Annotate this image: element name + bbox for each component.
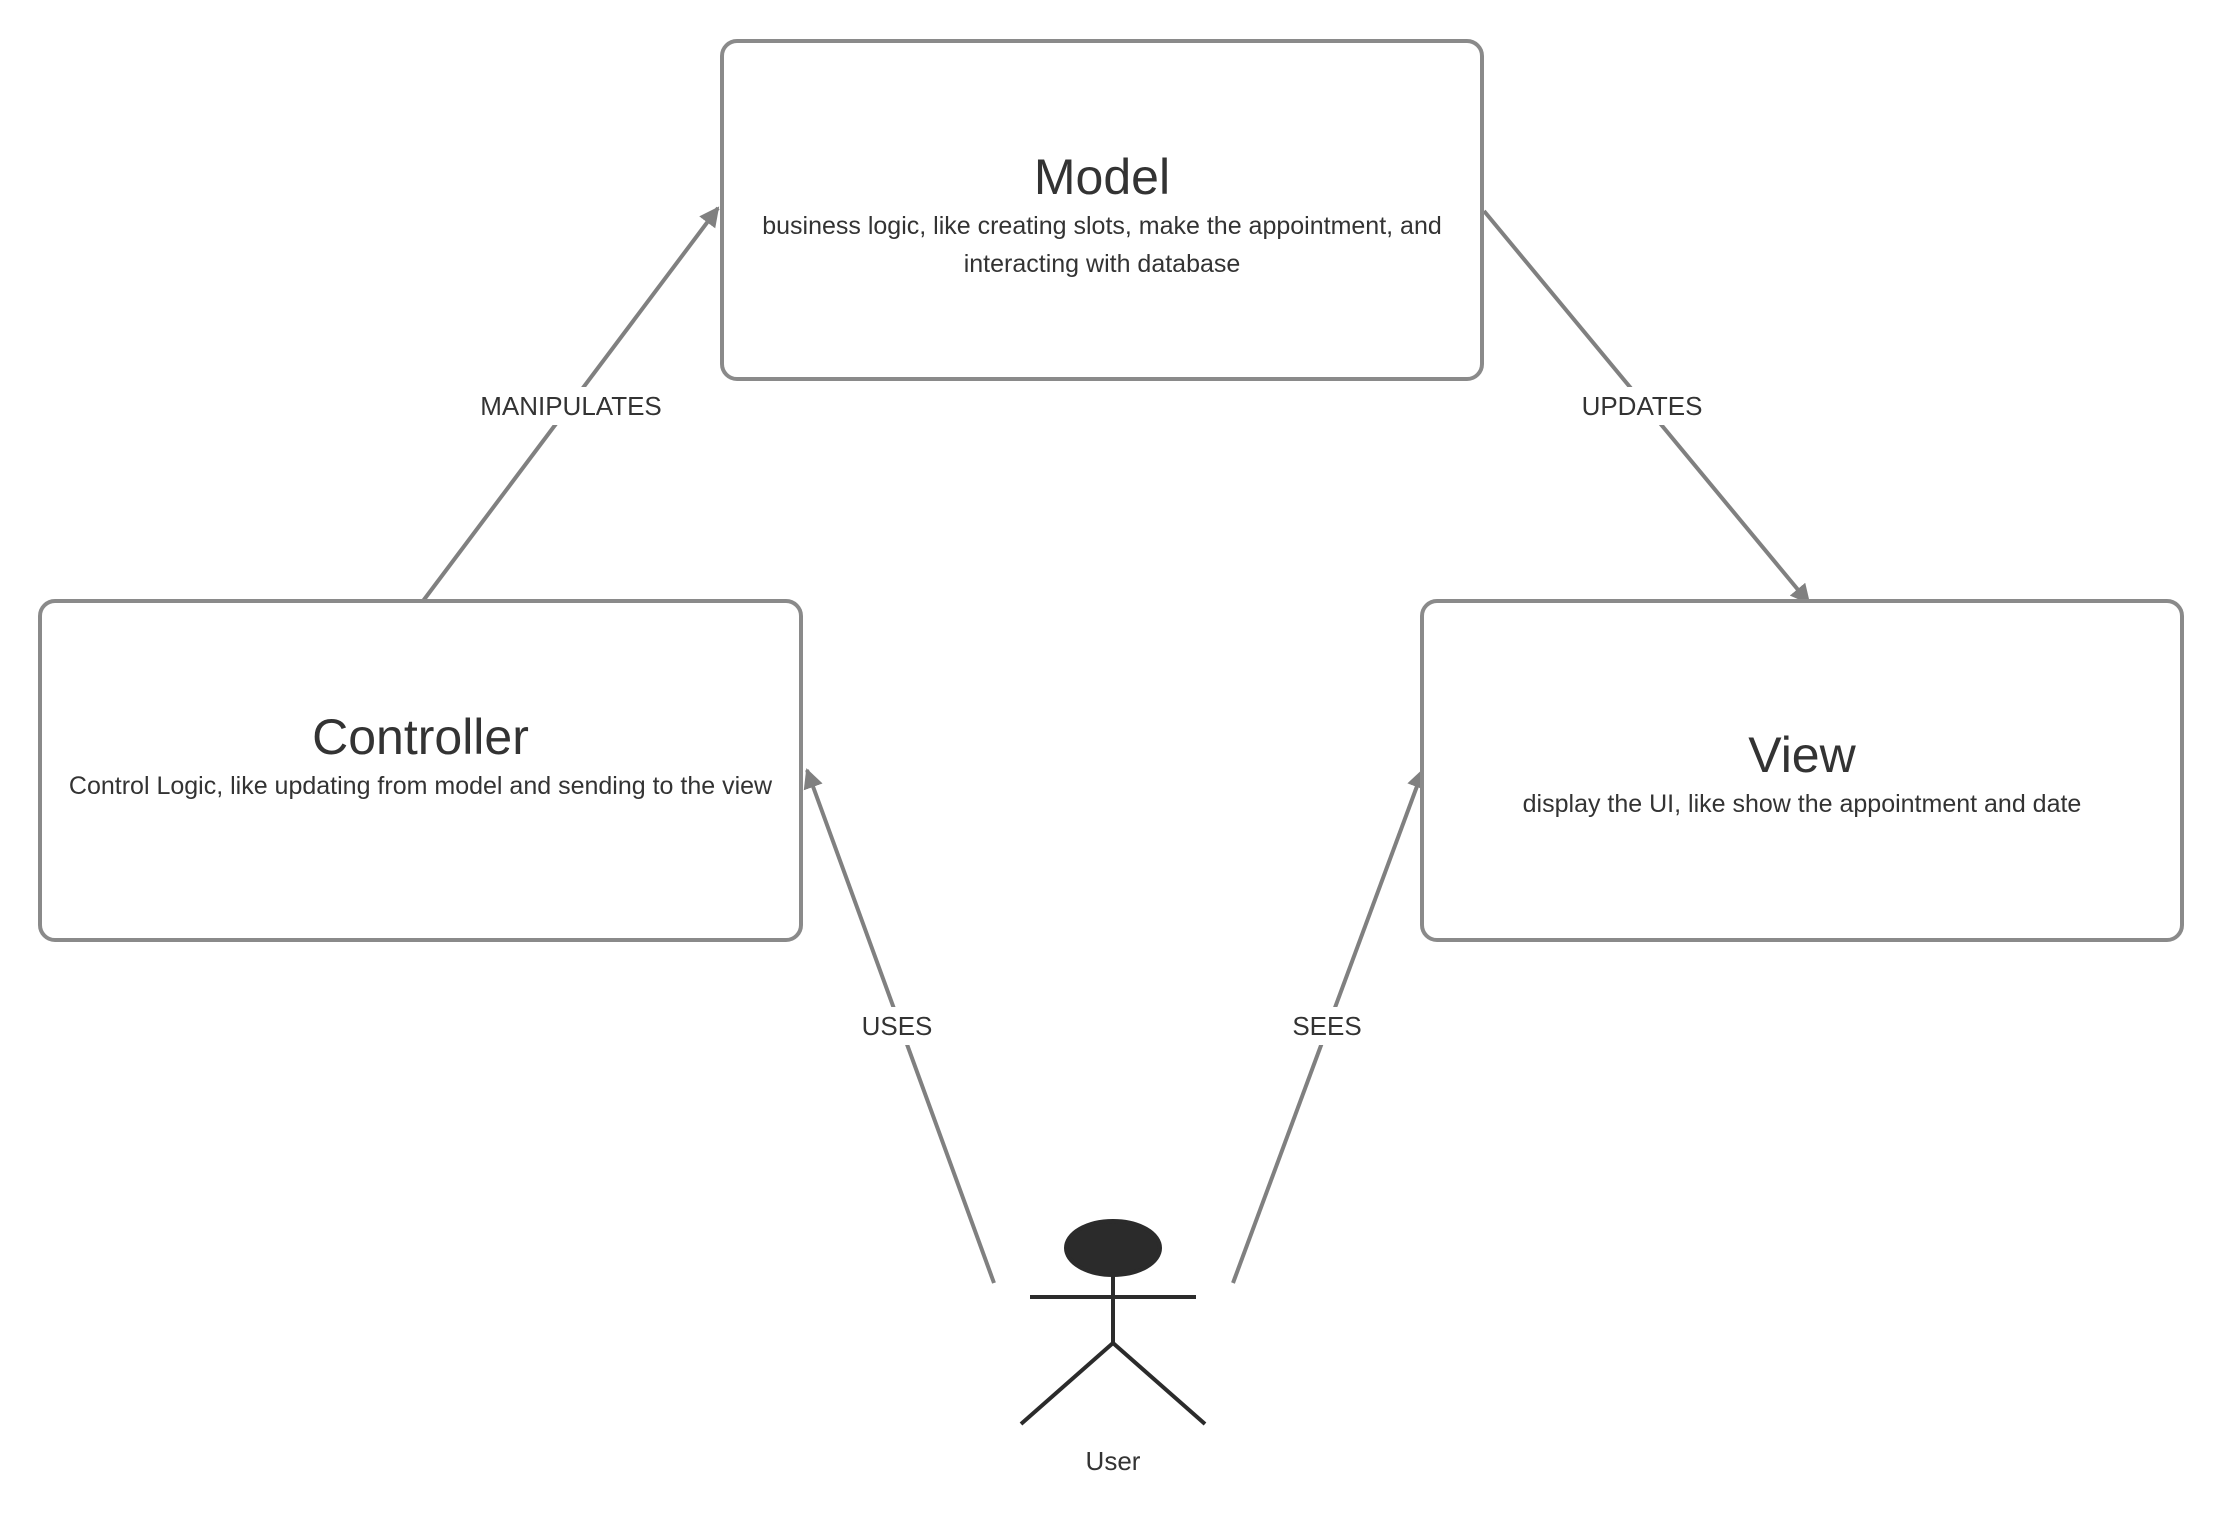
model-title: Model (1033, 149, 1171, 205)
view-title: View (1748, 727, 1856, 783)
edge-label-sees: SEES (1282, 1007, 1372, 1045)
user-head (1064, 1219, 1162, 1277)
model-description: business logic, like creating slots, mak… (762, 212, 1442, 278)
user-stick-figure-icon (1019, 1219, 1207, 1426)
view-box: View display the UI, like show the appoi… (1420, 599, 2184, 942)
edge-label-manipulates: MANIPULATES (470, 387, 672, 425)
model-box: Model business logic, like creating slot… (720, 39, 1484, 381)
edge-label-uses: USES (851, 1007, 943, 1045)
edge-label-updates: UPDATES (1571, 387, 1713, 425)
controller-description: Control Logic, like updating from model … (68, 772, 773, 800)
controller-box: Controller Control Logic, like updating … (38, 599, 803, 942)
user-left-leg (1019, 1341, 1115, 1426)
user-label: User (1085, 1446, 1141, 1476)
user-right-leg (1111, 1341, 1207, 1426)
controller-title: Controller (312, 709, 529, 765)
view-description: display the UI, like show the appointmen… (1522, 790, 2082, 818)
